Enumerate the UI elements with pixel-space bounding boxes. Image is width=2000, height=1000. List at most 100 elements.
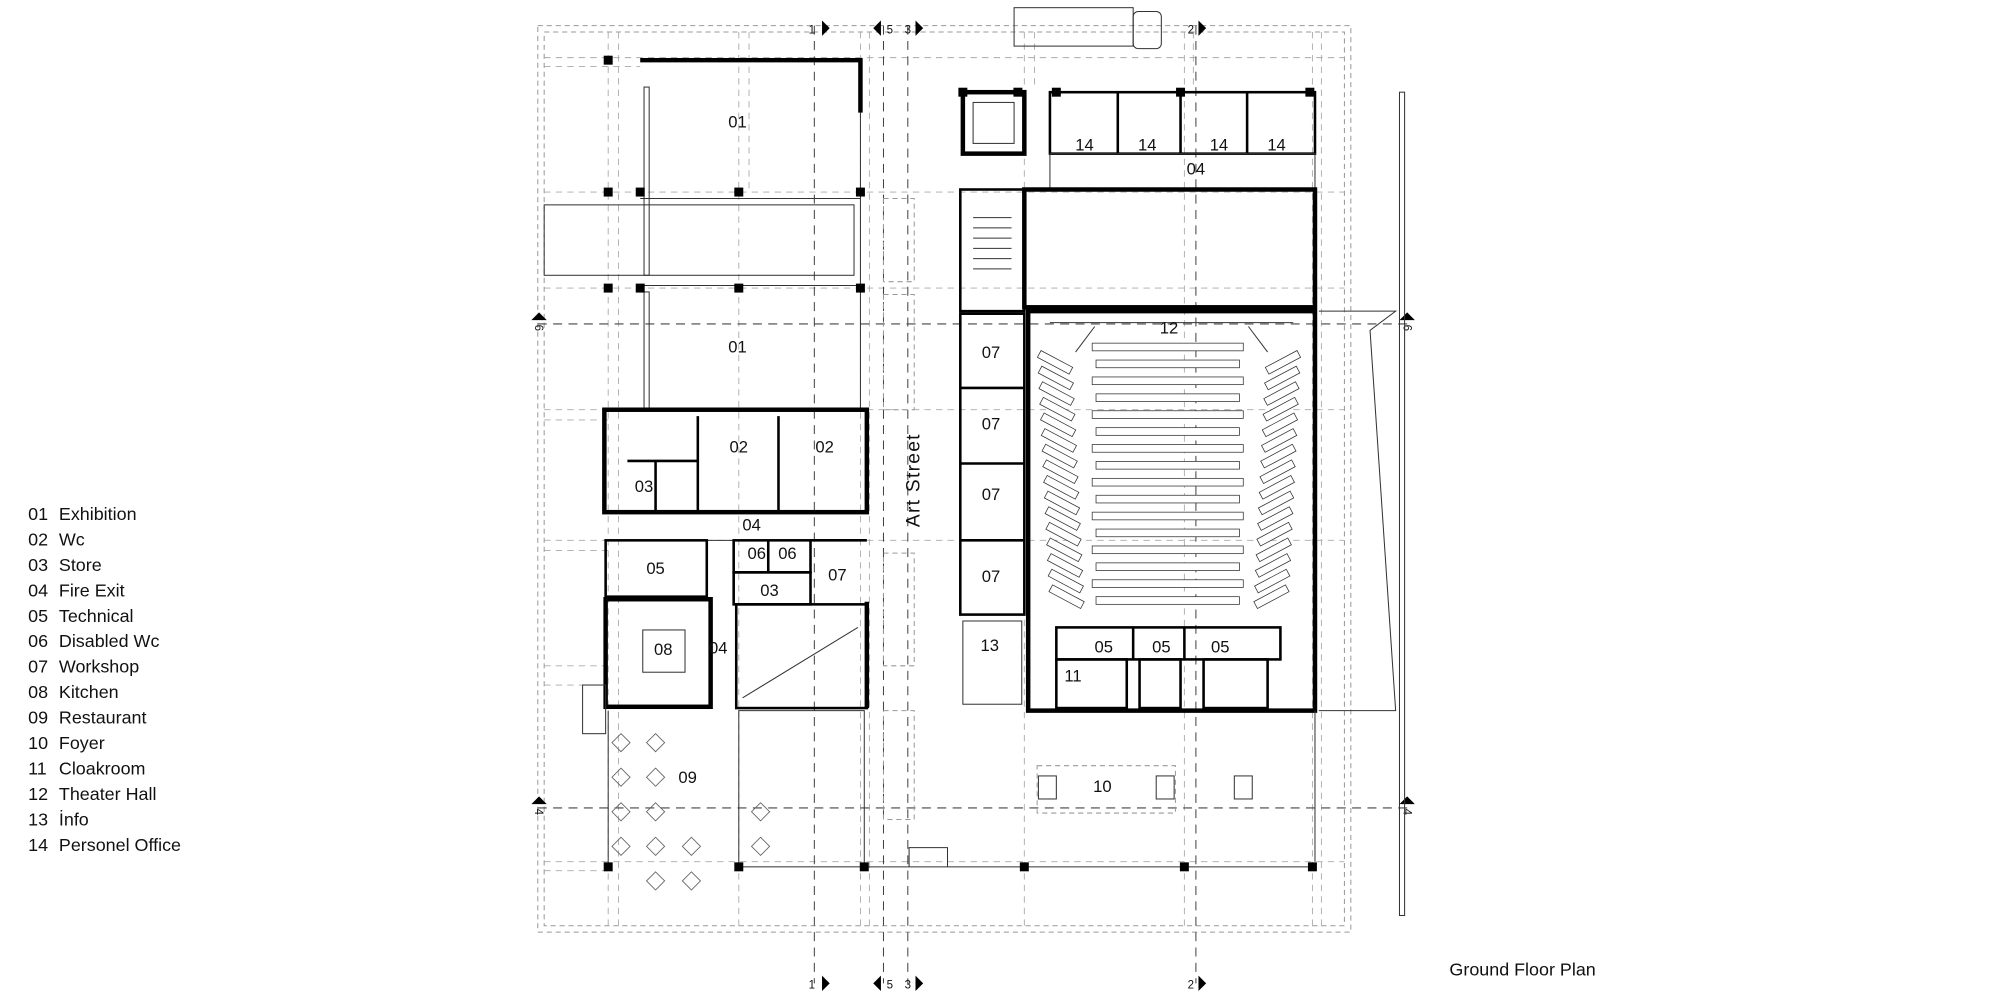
seat-row [1095, 596, 1240, 605]
restaurant-table [750, 802, 771, 822]
seat-row-side [1254, 553, 1292, 578]
seat-row-side [1046, 537, 1083, 563]
seat-row [1091, 444, 1244, 453]
legend-room-name: Exhibition [59, 504, 137, 524]
seat-row-side [1255, 537, 1292, 563]
seat-row-side [1042, 459, 1079, 485]
room-07-workshop: 07 [828, 566, 846, 585]
column [734, 187, 744, 197]
room-11-cloakroom: 11 [1064, 667, 1081, 686]
legend-room-name: Disabled Wc [59, 631, 160, 651]
seat-row-side [1264, 350, 1302, 375]
seat-row [1095, 494, 1240, 504]
section-mark-top-2: 2 [1188, 24, 1194, 36]
seat-row-side [1259, 459, 1296, 485]
room-04-fire-exit: 04 [742, 516, 760, 535]
seat-row [1091, 376, 1244, 386]
seat-row [1095, 359, 1240, 369]
restaurant-table [750, 836, 771, 857]
column [855, 283, 865, 293]
legend-number: 13 [28, 810, 48, 830]
site-edge [1398, 91, 1406, 917]
seat-row-side [1262, 396, 1299, 422]
room-09-restaurant: 09 [678, 768, 697, 787]
restaurant-table [611, 836, 631, 857]
section-mark-bottom-3: 3 [905, 979, 911, 991]
column [603, 283, 613, 293]
room-03-store: 03 [760, 581, 779, 600]
seat-row-side [1040, 428, 1078, 453]
section-mark-bottom-1: 1 [809, 979, 815, 991]
room-07-workshop: 07 [982, 485, 1000, 504]
room-14-office: 14 [1210, 135, 1229, 154]
seat-row [1091, 545, 1244, 555]
seat-row-side [1044, 506, 1081, 531]
restaurant-table [611, 767, 631, 787]
legend-room-name: Theater Hall [59, 784, 157, 804]
seat-row-side [1043, 490, 1081, 516]
legend-number: 02 [28, 529, 48, 549]
room-07-workshop: 07 [982, 567, 1000, 586]
restaurant-table [611, 732, 631, 753]
legend-room-name: Store [59, 555, 102, 575]
legend-number: 06 [28, 631, 48, 651]
truck-cab [1132, 11, 1162, 50]
section-mark-bottom-5: 5 [887, 979, 893, 991]
section-mark-bottom-2: 2 [1188, 979, 1194, 991]
seat-row-side [1257, 506, 1294, 531]
plan-title: Ground Floor Plan [1449, 960, 1595, 980]
column [1179, 862, 1189, 872]
legend-room-name: İnfo [59, 810, 89, 830]
column [603, 862, 613, 872]
column [603, 55, 613, 65]
column [1019, 862, 1029, 872]
courtyard-hatch [543, 204, 855, 276]
legend-number: 01 [28, 504, 48, 524]
column [734, 283, 744, 293]
seat-row-side [1256, 521, 1293, 547]
seat-row [1091, 342, 1244, 352]
seat-row-side [1263, 381, 1300, 406]
room-06-disabled-wc: 06 [778, 544, 797, 563]
room-04-fire-exit: 04 [1187, 160, 1205, 179]
column [855, 187, 865, 197]
section-mark-top-3: 3 [905, 24, 911, 36]
seat-row-side [1045, 521, 1082, 547]
section-mark-left-6: 6 [532, 325, 544, 331]
seat-row [1095, 427, 1240, 436]
room-08-kitchen: 08 [654, 640, 673, 659]
column [1307, 862, 1317, 872]
section-markers: 1 5 3 2 1 5 3 2 6 4 6 4 [531, 20, 1415, 991]
room-02-wc: 02 [815, 438, 834, 457]
legend-number: 10 [28, 733, 48, 753]
room-05-technical: 05 [646, 559, 665, 578]
section-lines [537, 25, 1409, 984]
legend-room-name: Technical [59, 606, 134, 626]
street-benches [882, 197, 915, 820]
room-03-store: 03 [635, 477, 654, 496]
restaurant-table [645, 836, 666, 857]
legend-number: 03 [28, 555, 48, 575]
legend-room-name: Wc [59, 529, 85, 549]
room-01-exhibition-lower: 01 [728, 338, 747, 357]
street-label: Art Street [903, 433, 924, 527]
right-block [866, 89, 1318, 868]
room-05-technical: 05 [1094, 637, 1112, 656]
seat-row-side [1046, 553, 1084, 578]
column [635, 187, 645, 197]
seat-row-side [1254, 568, 1291, 594]
seat-row [1091, 410, 1244, 419]
room-14-office: 14 [1138, 135, 1157, 154]
room-13-info: 13 [981, 636, 1000, 655]
seat-row-side [1253, 584, 1290, 609]
room-10-foyer: 10 [1093, 777, 1112, 796]
left-block [543, 57, 870, 868]
seat-row [1095, 393, 1240, 402]
legend-room-name: Fire Exit [59, 580, 125, 600]
legend-room-name: Cloakroom [59, 759, 146, 779]
theater-seating [1036, 342, 1302, 609]
site-boundary-inner [543, 31, 1345, 927]
column [859, 862, 869, 872]
